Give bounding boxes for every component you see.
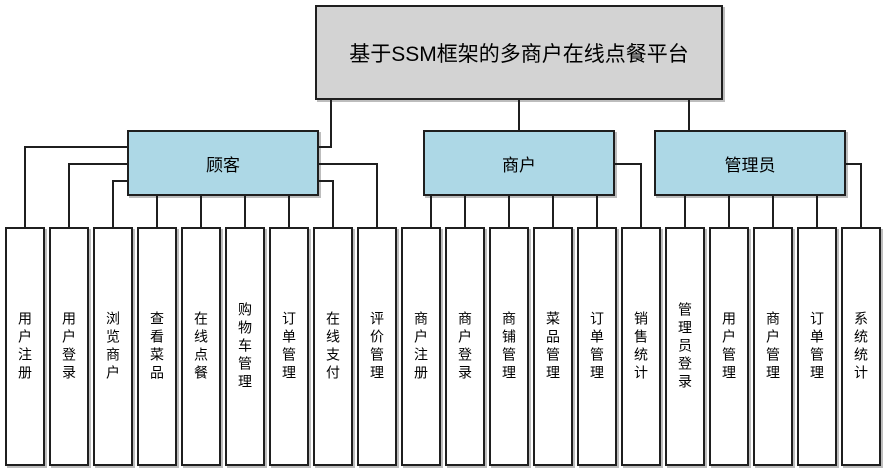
- leaf-label: 用户管理: [721, 310, 737, 383]
- leaf-order-management-admin: 订单管理: [797, 227, 837, 466]
- leaf-label: 菜品管理: [545, 310, 561, 383]
- connector: [112, 180, 127, 182]
- connector: [200, 196, 202, 227]
- leaf-label: 管理员登录: [677, 301, 693, 392]
- connector: [640, 163, 642, 227]
- connector: [688, 100, 690, 130]
- connector: [728, 196, 730, 227]
- leaf-order-management-customer: 订单管理: [269, 227, 309, 466]
- connector: [24, 146, 26, 227]
- leaf-review-management: 评价管理: [357, 227, 397, 466]
- leaf-label: 系统统计: [853, 310, 869, 383]
- leaf-label: 商铺管理: [501, 310, 517, 383]
- connector: [772, 196, 774, 227]
- connector: [860, 163, 862, 227]
- leaf-user-login: 用户登录: [49, 227, 89, 466]
- leaf-label: 商户登录: [457, 310, 473, 383]
- leaf-label: 用户注册: [17, 310, 33, 383]
- leaf-label: 购物车管理: [237, 301, 253, 392]
- connector: [24, 146, 127, 148]
- leaf-label: 在线点餐: [193, 310, 209, 383]
- leaf-label: 商户管理: [765, 310, 781, 383]
- connector: [319, 163, 378, 165]
- leaf-view-dishes: 查看菜品: [137, 227, 177, 466]
- connector: [332, 180, 334, 227]
- connector: [244, 196, 246, 227]
- leaf-label: 销售统计: [633, 310, 649, 383]
- leaf-label: 浏览商户: [105, 310, 121, 383]
- connector: [376, 163, 378, 227]
- node-admin-label: 管理员: [724, 155, 776, 175]
- leaf-order-management-merchant: 订单管理: [577, 227, 617, 466]
- leaf-user-register: 用户注册: [5, 227, 45, 466]
- connector: [615, 163, 642, 165]
- connector: [68, 163, 127, 165]
- leaf-sales-statistics: 销售统计: [621, 227, 661, 466]
- leaf-merchant-register: 商户注册: [401, 227, 441, 466]
- connector: [68, 163, 70, 227]
- connector: [319, 180, 334, 182]
- connector: [508, 196, 510, 227]
- connector: [430, 196, 432, 227]
- node-customer: 顾客: [127, 130, 319, 196]
- leaf-label: 在线支付: [325, 310, 341, 383]
- connector: [288, 196, 290, 227]
- connector: [518, 100, 520, 130]
- leaf-label: 订单管理: [589, 310, 605, 383]
- leaf-dish-management: 菜品管理: [533, 227, 573, 466]
- node-admin: 管理员: [654, 130, 846, 196]
- connector: [816, 196, 818, 227]
- connector: [596, 196, 598, 227]
- connector: [552, 196, 554, 227]
- leaf-shop-management: 商铺管理: [489, 227, 529, 466]
- leaf-merchant-management: 商户管理: [753, 227, 793, 466]
- leaf-online-ordering: 在线点餐: [181, 227, 221, 466]
- root-title: 基于SSM框架的多商户在线点餐平台: [349, 42, 689, 66]
- root-node: 基于SSM框架的多商户在线点餐平台: [315, 5, 723, 100]
- leaf-cart-management: 购物车管理: [225, 227, 265, 466]
- leaf-browse-merchants: 浏览商户: [93, 227, 133, 466]
- leaf-label: 订单管理: [809, 310, 825, 383]
- node-customer-label: 顾客: [206, 155, 240, 175]
- leaf-label: 查看菜品: [149, 310, 165, 383]
- leaf-label: 商户注册: [413, 310, 429, 383]
- connector: [319, 146, 332, 148]
- connector: [464, 196, 466, 227]
- leaf-user-management: 用户管理: [709, 227, 749, 466]
- connector: [156, 196, 158, 227]
- connector: [330, 100, 332, 148]
- connector: [684, 196, 686, 227]
- leaf-merchant-login: 商户登录: [445, 227, 485, 466]
- leaf-label: 用户登录: [61, 310, 77, 383]
- leaf-label: 评价管理: [369, 310, 385, 383]
- connector: [846, 163, 862, 165]
- leaf-system-statistics: 系统统计: [841, 227, 881, 466]
- connector: [112, 180, 114, 227]
- leaf-online-payment: 在线支付: [313, 227, 353, 466]
- leaf-admin-login: 管理员登录: [665, 227, 705, 466]
- leaf-label: 订单管理: [281, 310, 297, 383]
- node-merchant: 商户: [423, 130, 615, 196]
- node-merchant-label: 商户: [502, 155, 536, 175]
